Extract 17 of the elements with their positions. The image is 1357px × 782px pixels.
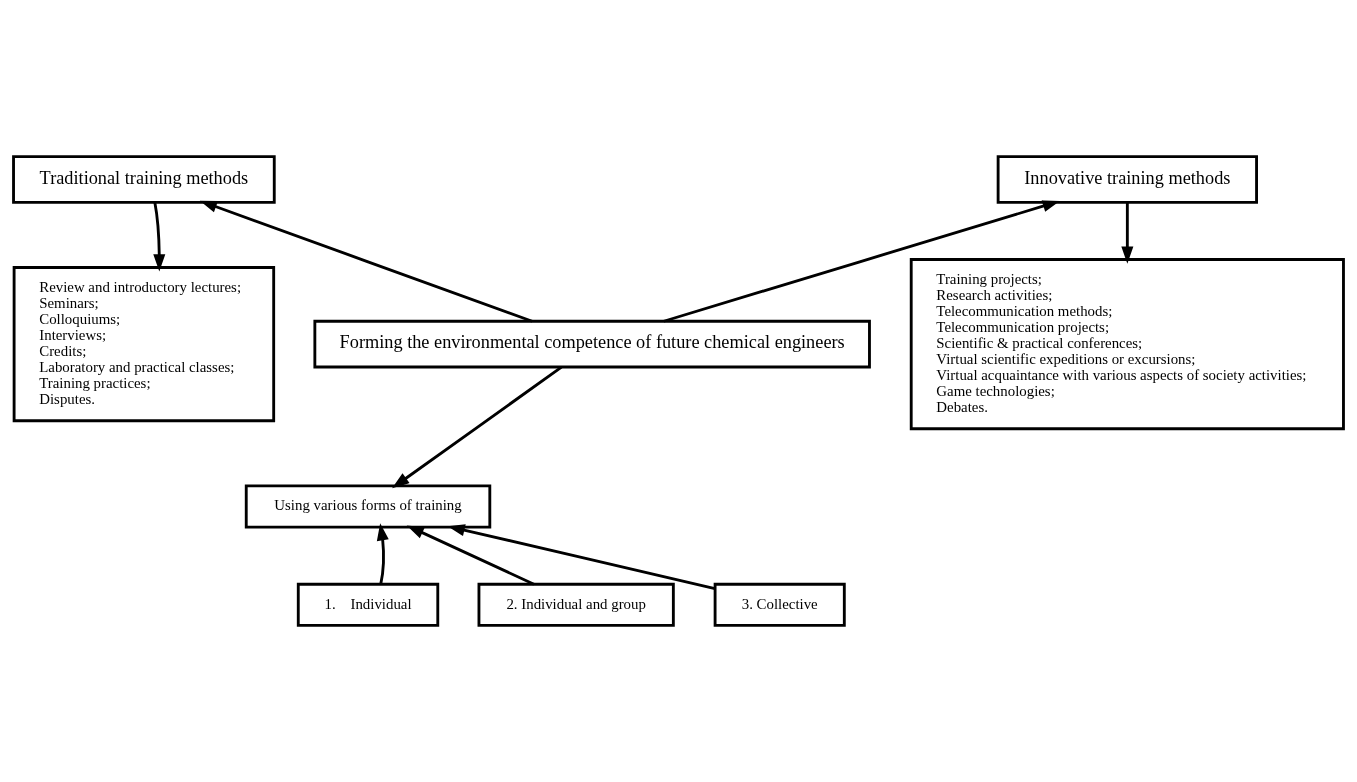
node-box: Forming the environmental competence of future chemical engineers xyxy=(313,319,871,369)
arrow xyxy=(406,525,535,586)
arrow xyxy=(199,200,533,323)
node-box: 2. Individual and group xyxy=(477,582,675,627)
node-box: Training projects; Research activities; Telecommunication methods; Telecommunication projects; Scientific & practical conferences; Virtual scientific expeditions or excursions; Virtual acquaintance with various aspects of society activities; Game technologies; Debates. xyxy=(909,258,1345,431)
arrow xyxy=(663,200,1060,323)
node-box: Innovative training methods xyxy=(996,155,1258,204)
arrow xyxy=(392,366,563,489)
arrow xyxy=(447,524,716,590)
node-box: Traditional training methods xyxy=(12,155,276,204)
arrow xyxy=(376,523,389,585)
node-box: Review and introductory lectures; Seminars; Colloquiums; Interviews; Credits; Laboratory and practical classes; Training practices; Disputes. xyxy=(12,266,276,423)
node-box: 3. Collective xyxy=(713,582,846,627)
node-box: Using various forms of training xyxy=(244,484,492,529)
arrow xyxy=(153,202,166,272)
node-box: 1. Individual xyxy=(296,582,440,627)
arrow xyxy=(1121,202,1134,264)
